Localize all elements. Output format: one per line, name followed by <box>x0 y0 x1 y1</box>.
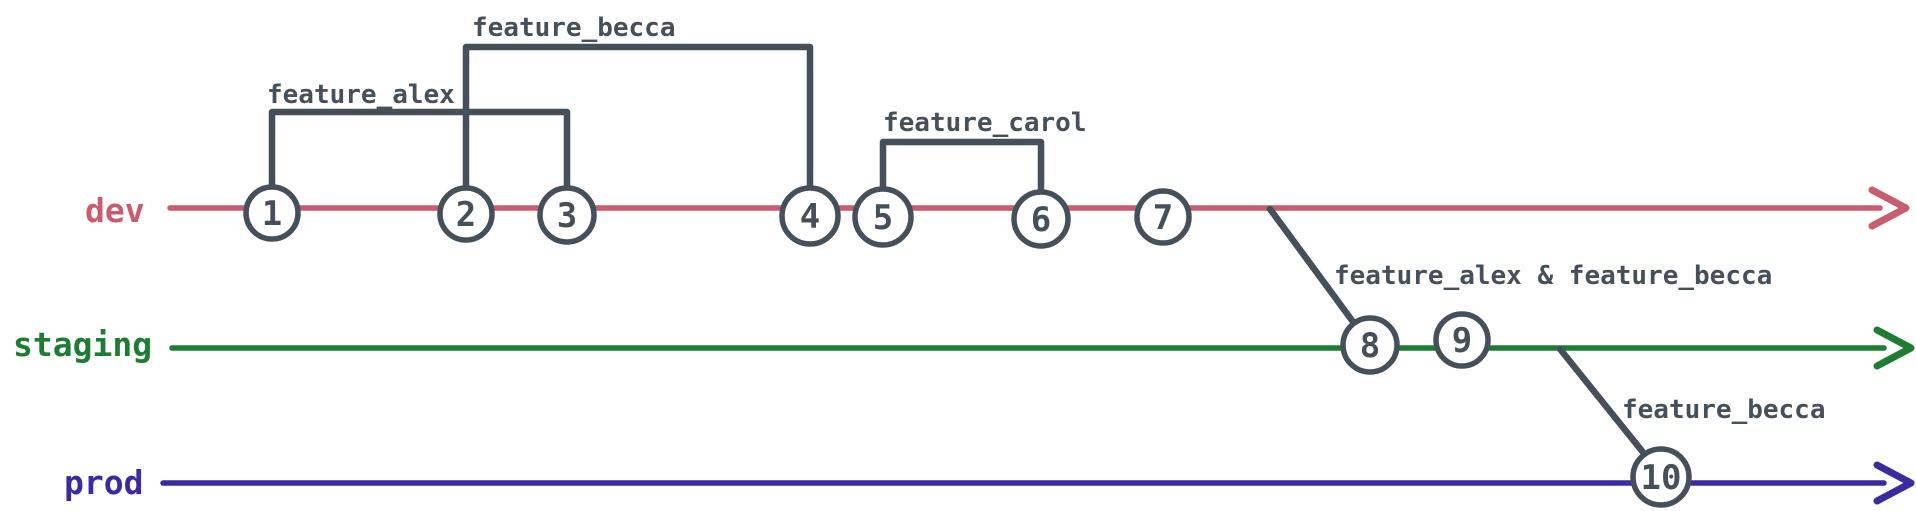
branch-label-staging: staging <box>13 325 152 364</box>
commit-node-2: 2 <box>437 185 495 243</box>
dev-arrowhead-icon <box>1868 186 1910 230</box>
feature-label-merge-to-staging: feature_alex & feature_becca <box>1334 261 1772 291</box>
feature-carol-bracket <box>879 138 1045 197</box>
commit-label-3: 3 <box>557 196 577 236</box>
commit-node-7: 7 <box>1134 188 1192 246</box>
commit-label-4: 4 <box>800 197 820 237</box>
commit-circle-4 <box>779 185 841 247</box>
commit-node-10: 10 <box>1630 446 1692 508</box>
commit-label-5: 5 <box>873 198 893 238</box>
feature-label-carol: feature_carol <box>883 108 1087 138</box>
commit-node-9: 9 <box>1433 311 1491 369</box>
commit-label-10: 10 <box>1641 458 1682 498</box>
commit-label-8: 8 <box>1360 326 1380 366</box>
commit-circle-6 <box>1011 189 1071 249</box>
prod-arrowhead-icon <box>1873 461 1915 505</box>
merge-line-staging-to-prod <box>1556 345 1654 465</box>
commit-circle-9 <box>1433 311 1491 369</box>
commit-circle-5 <box>852 186 914 248</box>
feature-label-becca: feature_becca <box>472 13 676 43</box>
commit-node-6: 6 <box>1011 189 1071 249</box>
staging-arrowhead-icon <box>1873 326 1915 370</box>
feature-alex-bracket <box>268 108 571 193</box>
branch-label-dev: dev <box>85 191 145 230</box>
feature-becca-bracket <box>462 43 814 194</box>
commit-label-2: 2 <box>456 195 476 235</box>
merge-line-dev-to-staging <box>1266 205 1366 338</box>
commit-circle-7 <box>1134 188 1192 246</box>
commit-node-5: 5 <box>852 186 914 248</box>
commit-node-4: 4 <box>779 185 841 247</box>
commit-circle-8 <box>1340 315 1400 375</box>
commit-label-1: 1 <box>262 194 282 234</box>
commit-circle-1 <box>243 184 301 242</box>
feature-label-alex: feature_alex <box>267 80 455 110</box>
commit-label-9: 9 <box>1452 321 1472 361</box>
branch-label-prod: prod <box>64 463 143 502</box>
commit-node-8: 8 <box>1340 315 1400 375</box>
commit-circle-2 <box>437 185 495 243</box>
feature-label-merge-to-prod: feature_becca <box>1622 395 1826 425</box>
commit-circle-10 <box>1630 446 1692 508</box>
commit-node-3: 3 <box>537 185 597 245</box>
commit-label-6: 6 <box>1031 200 1051 240</box>
commit-circle-3 <box>537 185 597 245</box>
commit-node-1: 1 <box>243 184 301 242</box>
commit-label-7: 7 <box>1153 198 1173 238</box>
